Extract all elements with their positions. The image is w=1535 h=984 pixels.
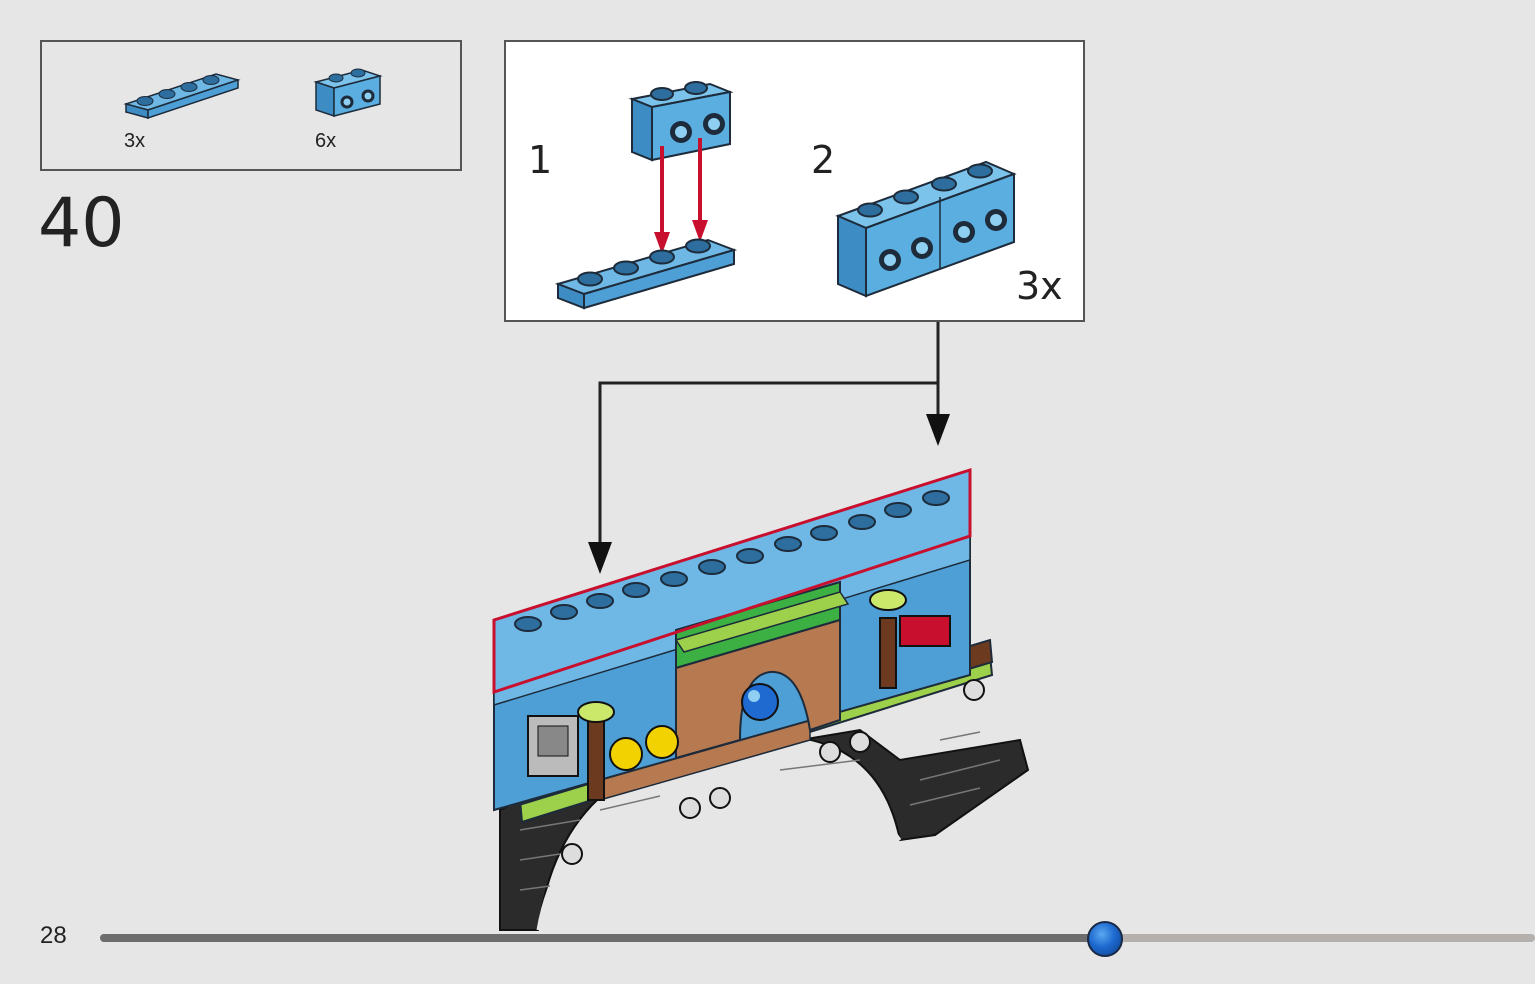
sub-step-1-illustration: [554, 81, 738, 310]
page-number: 28: [40, 922, 67, 949]
step-number: 40: [38, 184, 125, 263]
sub-step-2-qty: 3x: [1016, 264, 1063, 308]
blue-plate-1x4-icon: [123, 73, 241, 120]
parts-list-box: 3x 6x: [40, 40, 462, 171]
main-model-illustration: [492, 467, 1030, 931]
blue-brick-1x2-studs-side-icon: [313, 68, 383, 118]
sub-step-2-illustration: [835, 160, 1017, 298]
progress-bar[interactable]: [100, 934, 1535, 942]
sub-step-2-number: 2: [811, 138, 836, 182]
sub-assembly-callout: 1 2 3x: [504, 40, 1085, 322]
part-qty-plate: 3x: [124, 130, 146, 152]
part-qty-brick: 6x: [315, 130, 337, 152]
progress-knob-icon[interactable]: [1086, 921, 1123, 957]
progress-fill: [100, 934, 1105, 942]
sub-step-1-number: 1: [528, 138, 553, 182]
